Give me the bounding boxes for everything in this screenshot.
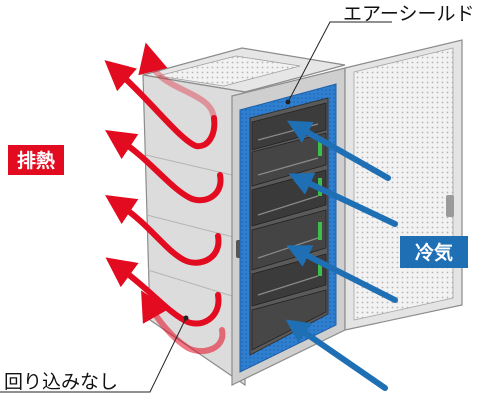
air-shield (239, 83, 337, 373)
exhaust-arrow (105, 195, 222, 266)
no-recirculation-label: 回り込みなし (4, 371, 118, 393)
exhaust-arrows (104, 42, 226, 355)
drive-slot (257, 195, 319, 216)
air-shield-callout-dot (285, 99, 291, 105)
air-shield-callout-line (287, 21, 392, 103)
cold-air-arrow (286, 120, 391, 181)
side-seam (145, 154, 246, 179)
rack-top-vent (157, 55, 301, 87)
rack-side-panel (142, 74, 246, 387)
status-led-icon (318, 222, 322, 240)
air-shield-label: エアーシールド (343, 3, 474, 25)
drive-slot (257, 157, 319, 176)
server-unit (251, 209, 327, 271)
exhaust-arrow (138, 42, 217, 123)
side-seam (146, 214, 246, 241)
side-seam (147, 269, 246, 301)
exhaust-label: 排熱 (17, 149, 55, 172)
cold-air-label: 冷気 (415, 241, 453, 264)
cold-air-arrow (288, 173, 398, 227)
cold-air-arrows (285, 120, 398, 391)
cold-air-arrow (285, 319, 388, 391)
exhaust-badge (8, 145, 64, 175)
exhaust-arrow (141, 290, 226, 355)
status-led-icon (318, 140, 322, 156)
cold-air-arrow (286, 245, 398, 303)
cold-air-badge (400, 236, 468, 268)
no-recirculation-callout-line (0, 317, 187, 393)
exhaust-arrow (105, 130, 224, 204)
status-led-icon (318, 262, 322, 276)
exhaust-arrow (105, 257, 222, 327)
rack-door-mesh (353, 47, 454, 321)
exhaust-arrow (104, 60, 218, 150)
drive-slot (257, 275, 319, 296)
door-latch-icon (446, 195, 454, 217)
no-recirculation-callout-dot (183, 315, 189, 321)
